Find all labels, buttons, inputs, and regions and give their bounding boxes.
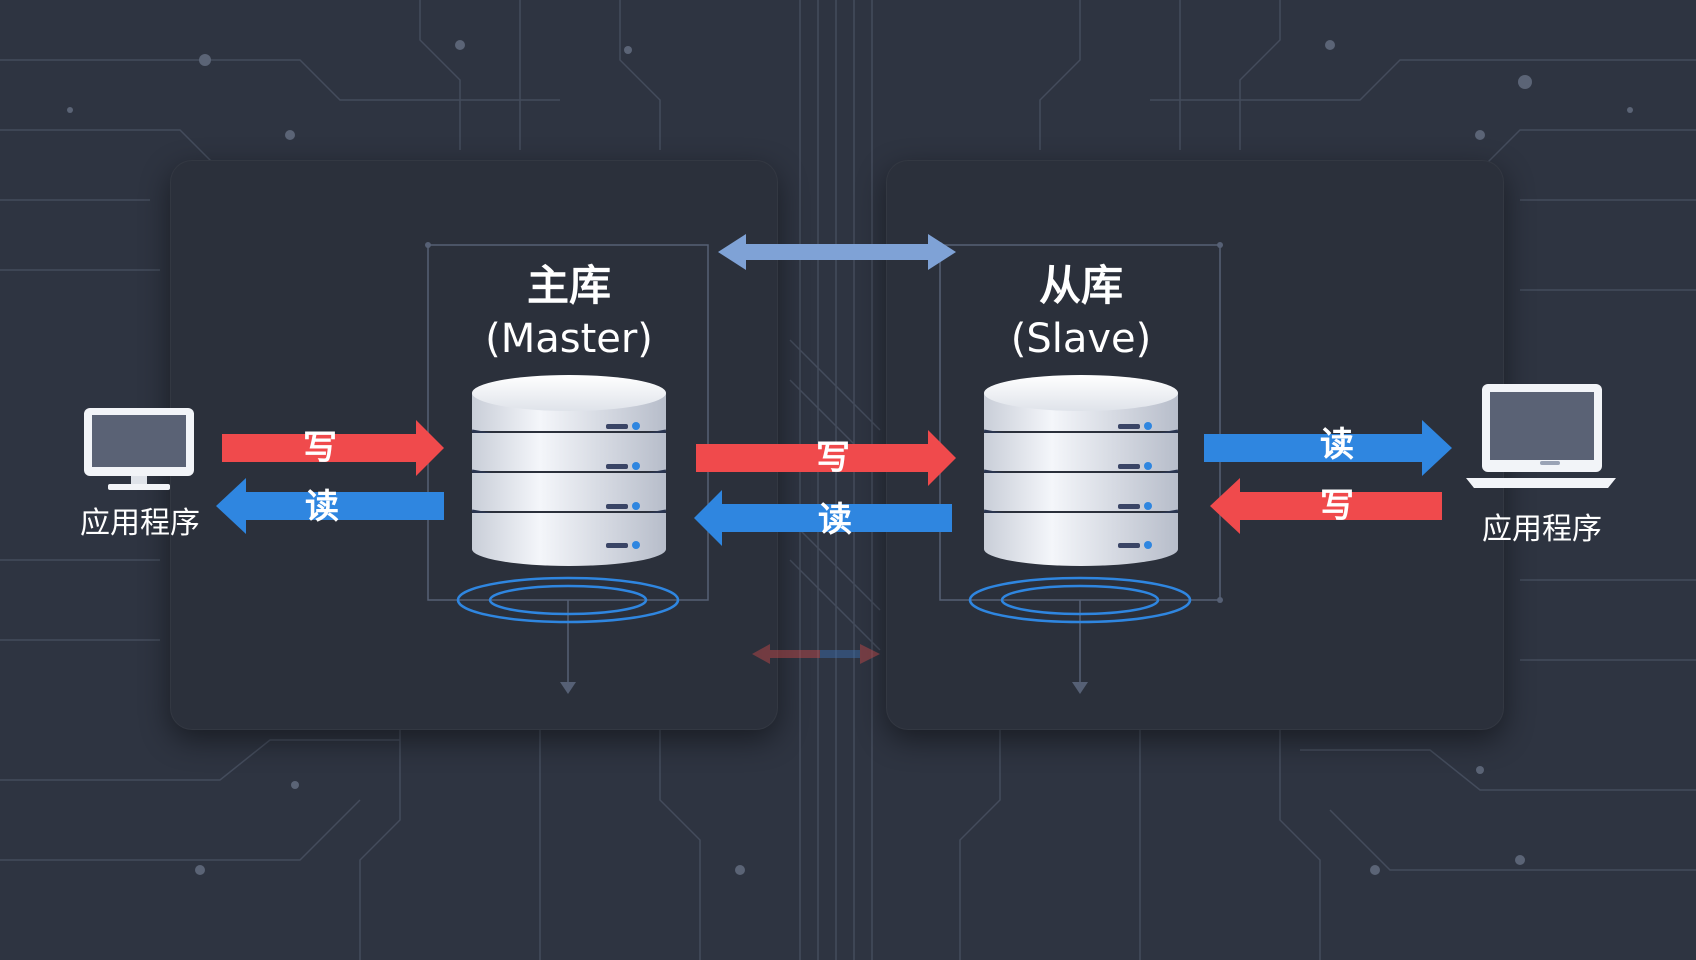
right-write-arrow (1210, 478, 1442, 534)
middle-read-label: 读 (818, 500, 852, 540)
right-read-label: 读 (1320, 425, 1354, 465)
right-read-arrow (1204, 420, 1452, 476)
left-read-label: 读 (305, 487, 339, 527)
middle-read-arrow (694, 490, 952, 546)
middle-write-label: 写 (816, 438, 850, 478)
faint-bottom-arrow (752, 644, 880, 664)
middle-write-arrow (696, 430, 956, 486)
slave-subtitle: (Slave) (1010, 316, 1152, 362)
slave-database-icon (983, 375, 1179, 566)
left-read-arrow (216, 478, 444, 534)
master-subtitle: (Master) (485, 316, 653, 362)
right-laptop-icon (1466, 384, 1616, 488)
right-write-label: 写 (1320, 486, 1354, 526)
left-monitor-icon (84, 408, 194, 490)
right-app-label: 应用程序 (1482, 512, 1602, 547)
master-title: 主库 (526, 261, 611, 310)
slave-title: 从库 (1038, 261, 1123, 310)
left-write-arrow (222, 420, 444, 476)
sync-double-arrow (718, 234, 956, 270)
left-write-label: 写 (303, 428, 337, 468)
master-base-rings (456, 576, 680, 624)
master-database-icon (471, 375, 667, 566)
left-app-label: 应用程序 (80, 506, 200, 541)
slave-base-rings (968, 576, 1192, 624)
